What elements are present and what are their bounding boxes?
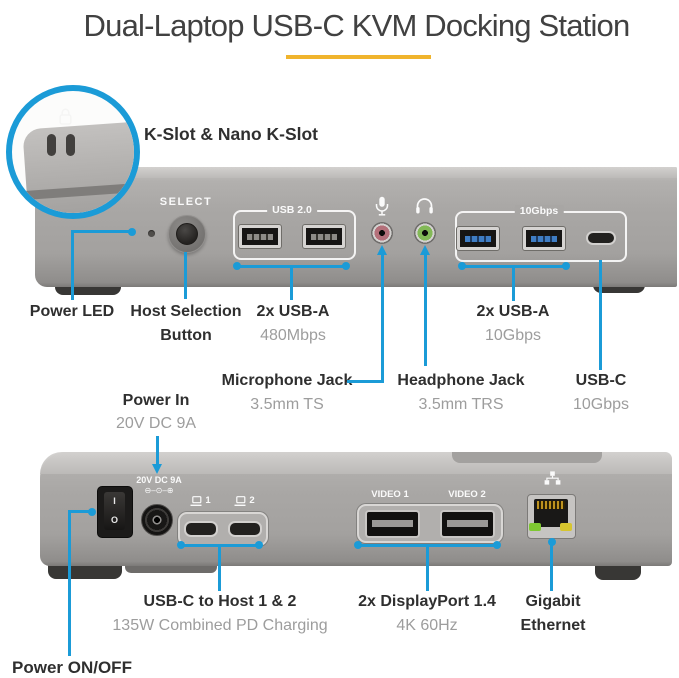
mic-arrow [377,245,387,255]
power-in-arrow [152,464,162,474]
usbc-host-port-2 [228,521,262,537]
network-icon [544,471,561,485]
dock-front-top-edge [35,167,677,178]
dock-rear-top-recess [452,452,602,463]
switch-callout-line-v [68,510,71,656]
laptop-2-icon [234,496,246,507]
led-callout-dot [128,228,136,236]
kslot-label: K-Slot & Nano K-Slot [144,124,319,144]
usb-c-10g-port [586,231,616,245]
host-selection-label-1: Host Selection [130,303,242,320]
host-select-button-cap [176,223,198,245]
power-print-label: 20V DC 9A [136,475,182,485]
usb-a-10g-port-2 [522,226,566,251]
video1-print: VIDEO 1 [371,489,409,500]
headphone-label: Headphone Jack [397,372,525,389]
ethernet-led-green [529,523,541,531]
power-in-spec-label: 20V DC 9A [115,415,197,432]
dp-bracket-dot-right [493,541,501,549]
usb2-group-print: USB 2.0 [267,204,317,216]
dock-corner [22,120,134,213]
title-underline [286,55,431,59]
dc-power-jack [141,504,173,536]
usbc-host-port-1 [184,521,218,537]
switch-callout-dot [88,508,96,516]
video2-print: VIDEO 2 [448,489,486,500]
headphone-type-label: 3.5mm TRS [418,396,504,413]
power-in-label: Power In [122,392,190,409]
microphone-icon [375,196,389,216]
ethernet-label-1: Gigabit [525,593,581,610]
nano-k-slot [66,134,75,156]
laptop-1-icon [190,496,202,507]
power-led-label: Power LED [29,303,115,320]
switch-callout-line-h [70,510,92,513]
select-print-label: SELECT [159,196,213,208]
usbc-callout-line [599,260,602,370]
usb2-label: 2x USB-A [256,303,330,320]
mic-callout-line-h [347,380,384,383]
usb2-bracket-stem [290,265,293,300]
displayport-2 [440,510,495,538]
usbc-host-spec-label: 135W Combined PD Charging [112,617,328,634]
polarity-icon: ⊖–⊙–⊕ [144,486,174,495]
power-onoff-label: Power ON/OFF [12,658,132,677]
headphone-arrow [420,245,430,255]
ethernet-port [534,499,568,527]
ethernet-callout-line [550,542,553,591]
headphone-jack [414,222,436,244]
power-switch-rocker: I O [104,492,125,530]
headphone-callout-line [424,253,427,366]
usb-a-10g-port-1 [456,226,500,251]
usb10-group-print: 10Gbps [514,205,564,217]
ethernet-led-yellow [560,523,572,531]
usb2-speed-label: 480Mbps [260,327,326,344]
usb2-bracket-dot-left [233,262,241,270]
host-2-number: 2 [249,495,255,506]
headphone-icon [416,198,433,214]
kslot-inset-circle [6,85,140,219]
usbc-host-bracket-stem [218,544,221,591]
power-led [148,230,155,237]
usb10-bracket-stem [512,265,515,301]
page-title: Dual-Laptop USB-C KVM Docking Station [83,8,631,43]
usbc-label: USB-C [575,372,627,389]
microphone-jack [371,222,393,244]
mic-label: Microphone Jack [221,372,353,389]
usbc-host-bracket-dot-left [177,541,185,549]
power-in-callout-line [156,436,159,466]
dp-spec-label: 4K 60Hz [396,617,458,634]
host-selection-label-2: Button [160,327,212,344]
usb10-bracket-dot-left [458,262,466,270]
usb-a-480-port-2 [302,224,346,249]
displayport-1 [365,510,420,538]
mic-callout-line-v [381,253,384,383]
switch-off-mark: O [110,515,118,525]
dp-bracket-stem [426,544,429,591]
led-callout-line-h [71,230,131,233]
usb10-speed-label: 10Gbps [484,327,542,344]
select-callout-line [184,252,187,299]
usb-a-480-port-1 [238,224,282,249]
host-1-number: 1 [205,495,211,506]
dock-front-body [35,167,677,287]
lock-icon [59,108,72,125]
usbc-host-label: USB-C to Host 1 & 2 [143,593,297,610]
ethernet-pins [537,501,565,509]
usbc-host-bracket-dot-right [255,541,263,549]
usb2-bracket-dot-right [342,262,350,270]
dp-label: 2x DisplayPort 1.4 [358,593,496,610]
switch-on-mark: I [113,496,116,506]
led-callout-line-v [71,230,74,300]
dp-bracket-dot-left [354,541,362,549]
ethernet-label-2: Ethernet [520,617,586,634]
k-slot [47,134,56,156]
usb10-bracket-dot-right [562,262,570,270]
usbc-speed-label: 10Gbps [572,396,630,413]
usb10-label: 2x USB-A [476,303,550,320]
mic-type-label: 3.5mm TS [250,396,324,413]
